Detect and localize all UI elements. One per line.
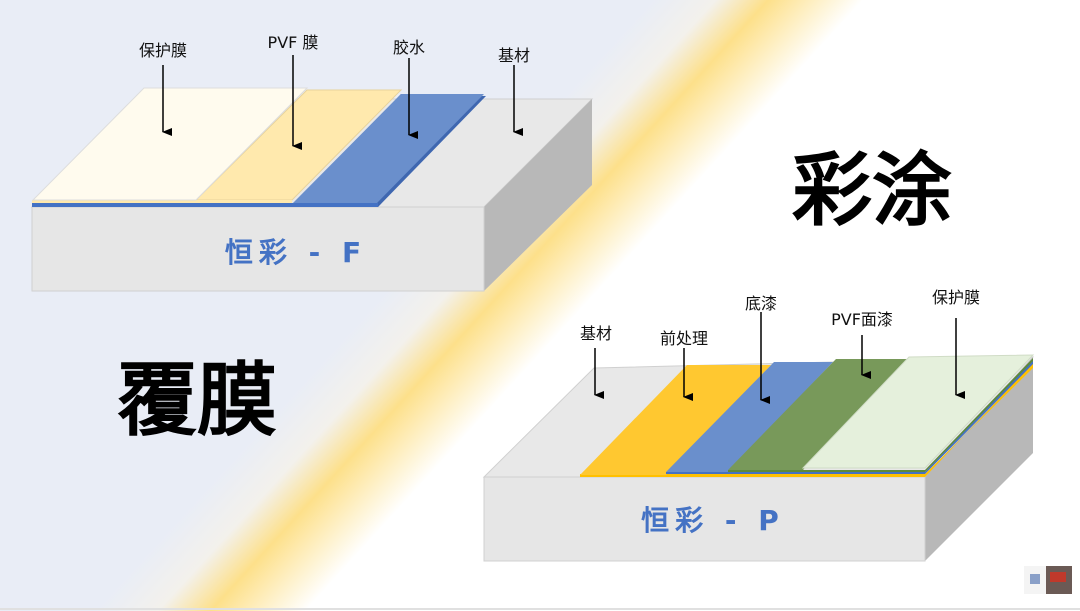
diagram-p: 基材 前处理 底漆 PVF面漆 保护膜 恒彩 - P	[482, 288, 1035, 562]
protective-film-layer	[31, 87, 309, 201]
label-protective-film: 保护膜	[139, 41, 187, 60]
diagram-f: 保护膜 PVF 膜 胶水 基材 恒彩 - F	[30, 33, 594, 292]
label-glue: 胶水	[393, 38, 425, 57]
pvf-strip	[32, 200, 292, 203]
label-primer: 底漆	[745, 294, 777, 313]
glue-layer	[292, 94, 484, 204]
label-substrate: 基材	[498, 46, 530, 65]
label-pvf-topcoat: PVF面漆	[831, 310, 893, 329]
protective-film-layer	[801, 354, 1035, 469]
label-substrate: 基材	[580, 324, 612, 343]
title-laminating: 覆膜	[117, 354, 277, 447]
thumbnail-image	[1024, 566, 1072, 594]
brand-label-p: 恒彩 - P	[641, 504, 785, 537]
label-pvf-film: PVF 膜	[268, 33, 319, 52]
glue-strip	[32, 203, 378, 207]
substrate-side	[484, 99, 592, 291]
pretreatment-layer	[580, 365, 771, 475]
brand-label-f: 恒彩 - F	[225, 236, 367, 269]
substrate-side	[925, 357, 1033, 561]
pvf-topcoat-layer	[728, 359, 909, 470]
label-protective-film: 保护膜	[932, 288, 980, 307]
title-coating: 彩涂	[792, 144, 952, 237]
primer-layer	[666, 362, 833, 472]
label-pretreatment: 前处理	[660, 329, 708, 348]
substrate-front	[31, 206, 485, 292]
